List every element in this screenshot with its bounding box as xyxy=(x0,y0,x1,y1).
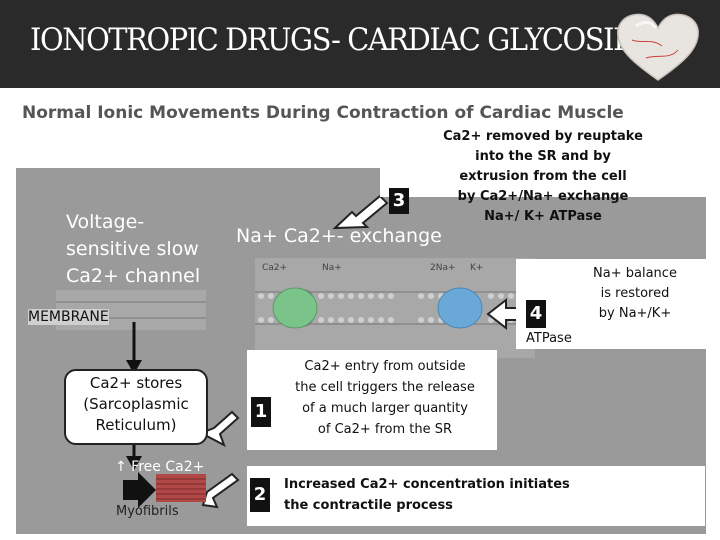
arrow-to-myofibrils xyxy=(123,472,156,508)
step4-last-line: ATPase xyxy=(526,331,572,346)
diagram-na-label: Na+ xyxy=(322,263,342,273)
diagram-2na-label: 2Na+ xyxy=(430,263,456,273)
step4-number: 4 xyxy=(526,300,546,328)
diagram-ca-label: Ca2+ xyxy=(262,263,288,273)
atpase-pump xyxy=(437,287,483,329)
step4-cell xyxy=(516,259,706,349)
diagram-k-label: K+ xyxy=(470,263,484,273)
arrow-step1 xyxy=(198,410,240,448)
arrow-step2 xyxy=(201,472,240,509)
step2-number: 2 xyxy=(250,478,270,512)
header-bar xyxy=(0,0,720,88)
myofibrils-graphic xyxy=(156,474,206,502)
membrane-label: MEMBRANE xyxy=(28,309,109,325)
step3-cell xyxy=(380,127,706,197)
voltage-channel-label: Voltage- sensitive slow Ca2+ channel xyxy=(66,211,201,287)
step2-text: Increased Ca2+ concentration initiates t… xyxy=(284,477,570,513)
arrow-step3 xyxy=(332,194,389,230)
step4-text: Na+ balance is restored by Na+/K+ xyxy=(593,266,677,321)
exchange-label: Na+ Ca2+- exchange xyxy=(236,225,442,247)
step1-cell xyxy=(247,350,497,450)
heart-icon xyxy=(617,13,699,81)
myofibrils-label: Myofibrils xyxy=(116,504,179,519)
step2-cell xyxy=(247,466,705,526)
exchanger-protein xyxy=(272,287,318,329)
slide-title: IONOTROPIC DRUGS- CARDIAC GLYCOSIDES xyxy=(30,22,674,58)
step3-number: 3 xyxy=(389,188,409,214)
step3-text: Ca2+ removed by reuptake into the SR and… xyxy=(443,129,643,224)
free-ca-label: ↑ Free Ca2+ xyxy=(115,459,205,475)
ca-stores-label: Ca2+ stores (Sarcoplasmic Reticulum) xyxy=(83,374,189,434)
step1-text: Ca2+ entry from outside the cell trigger… xyxy=(295,359,475,437)
membrane-diagram xyxy=(255,258,535,358)
ca-stores-box xyxy=(64,369,208,445)
slide-subtitle: Normal Ionic Movements During Contractio… xyxy=(22,103,624,123)
step1-number: 1 xyxy=(251,397,271,427)
